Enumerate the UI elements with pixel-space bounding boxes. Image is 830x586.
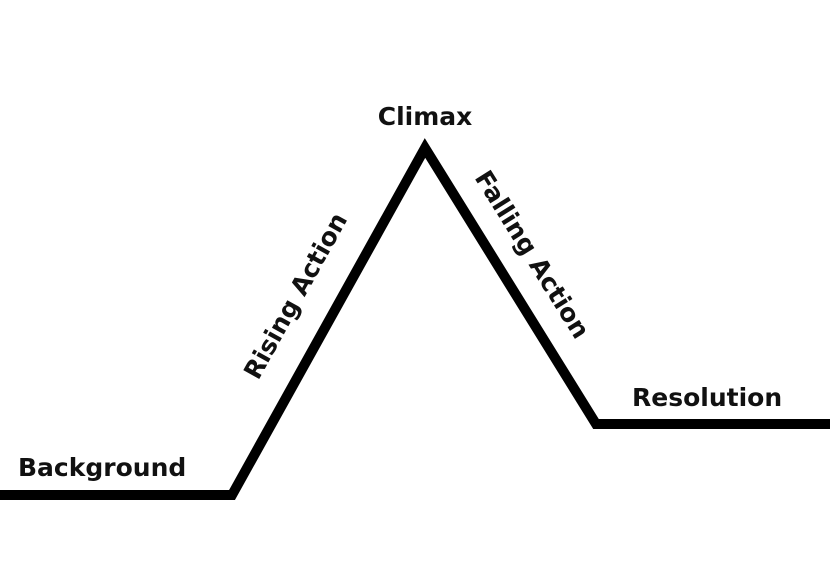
- climax-label: Climax: [378, 102, 473, 131]
- plot-line: [0, 138, 830, 500]
- rising-action-label: Rising Action: [238, 208, 353, 384]
- resolution-label: Resolution: [632, 383, 782, 412]
- background-label: Background: [18, 453, 186, 482]
